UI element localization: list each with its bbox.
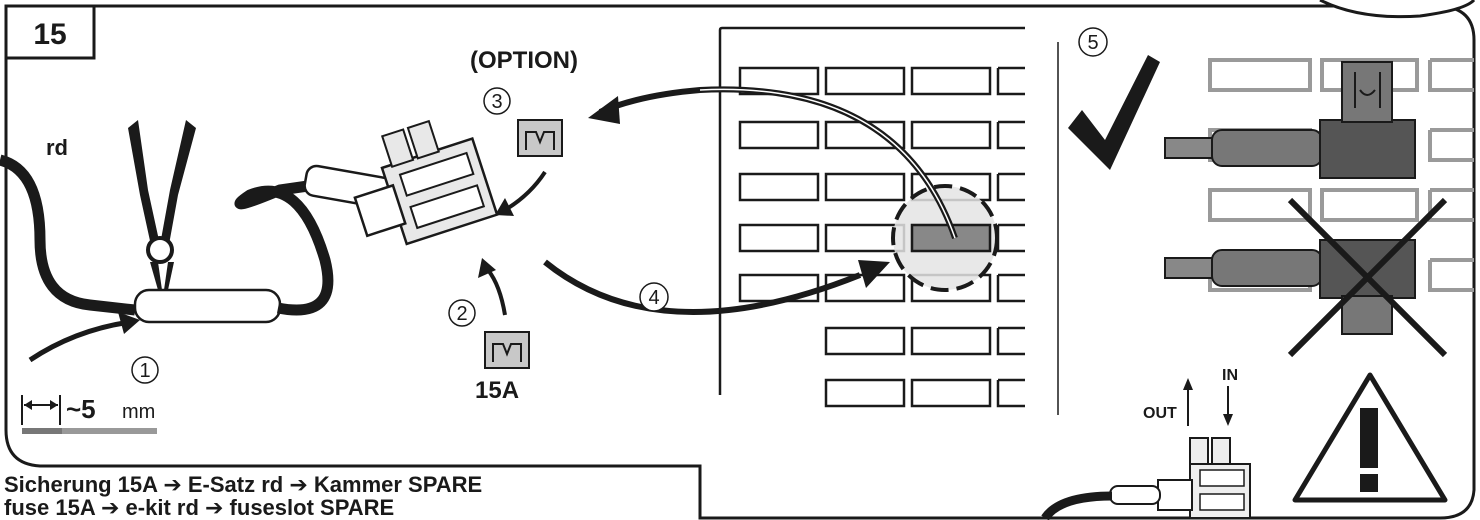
step-5-badge xyxy=(1078,27,1108,57)
caption-line-en: fuse 15A ➔ e-kit rd ➔ fuseslot SPARE xyxy=(4,495,395,520)
wire-in xyxy=(0,154,136,316)
step-2-label: 2 xyxy=(456,303,467,325)
wire-out xyxy=(234,179,334,316)
strip-length-detail xyxy=(21,395,157,434)
arrow-step-1-head xyxy=(118,312,140,334)
step-box xyxy=(4,4,96,60)
step-2-badge xyxy=(448,299,476,327)
frame xyxy=(4,4,1476,520)
step-1-label: 1 xyxy=(139,360,150,382)
strip-length-unit: mm xyxy=(122,401,155,423)
detail-circle-edge xyxy=(1319,0,1476,19)
out-arrow-head xyxy=(1183,378,1193,390)
fuse-tap-correct xyxy=(1164,61,1416,179)
fuse-tap-icon xyxy=(1041,437,1251,520)
checkmark-icon xyxy=(1068,55,1160,170)
option-label: (OPTION) xyxy=(470,47,578,74)
step-4-badge xyxy=(639,282,669,312)
fuse-box-outline xyxy=(718,26,1025,395)
warning-triangle-icon xyxy=(1292,372,1448,503)
fuse-icon xyxy=(517,119,563,157)
fuse-icon xyxy=(484,331,530,369)
arrow-fuse-insert-bottom-head xyxy=(478,258,496,278)
step-4-label: 4 xyxy=(648,287,659,309)
arrow-fuse-insert-top-head xyxy=(495,198,514,216)
step-3-badge xyxy=(483,87,511,115)
butt-connector xyxy=(133,288,282,324)
out-label: OUT xyxy=(1143,405,1177,422)
arrow-step-4 xyxy=(543,259,862,315)
wire-color-label: rd xyxy=(46,135,68,160)
step-number: 15 xyxy=(33,18,66,51)
arrow-step-3-head xyxy=(588,96,620,124)
caption: Sicherung 15A ➔ E-Satz rd ➔ Kammer SPARE… xyxy=(4,473,482,519)
arrow-step-3-line xyxy=(699,88,956,239)
fuse-rating-label: 15A xyxy=(475,377,519,404)
fuse-tap-icon xyxy=(353,119,499,246)
strip-length-value: ~5 xyxy=(66,394,96,424)
pliers-icon xyxy=(128,120,196,290)
caption-line-de: Sicherung 15A ➔ E-Satz rd ➔ Kammer SPARE xyxy=(4,472,483,497)
step-3-label: 3 xyxy=(491,91,502,113)
arrow-step-4-head xyxy=(858,260,890,288)
in-arrow-head xyxy=(1223,414,1233,426)
cross-icon xyxy=(1287,197,1448,358)
step-5-label: 5 xyxy=(1087,32,1098,54)
arrow-step-1 xyxy=(28,319,131,363)
step-1-badge xyxy=(131,356,159,384)
in-label: IN xyxy=(1222,367,1238,384)
